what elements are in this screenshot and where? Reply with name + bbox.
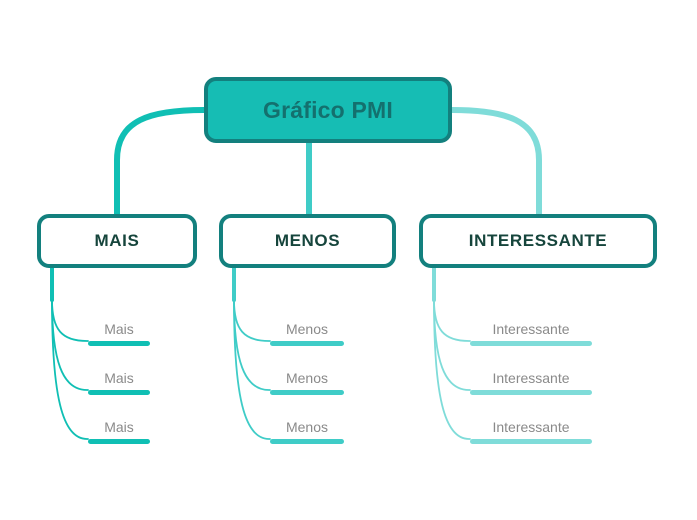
edge-interessante-leaf-2 (433, 299, 471, 440)
leaf-item-menos-2[interactable]: Menos (270, 412, 344, 444)
leaf-item-label: Menos (285, 370, 329, 386)
leaf-item-bar (470, 439, 592, 444)
leaf-item-bar (270, 341, 344, 346)
edge-mais-leaf-1 (51, 299, 89, 391)
leaf-item-label: Interessante (492, 370, 570, 386)
branch-node-mais[interactable]: MAIS (37, 214, 197, 268)
leaf-item-bar (470, 341, 592, 346)
edge-menos-leaf-2 (233, 299, 271, 440)
root-node[interactable]: Gráfico PMI (204, 77, 452, 143)
leaf-item-interessante-2[interactable]: Interessante (470, 412, 592, 444)
leaf-item-interessante-1[interactable]: Interessante (470, 363, 592, 395)
branch-node-label: MAIS (94, 231, 140, 250)
leaf-item-bar (88, 341, 150, 346)
edge-mais-leaf-2 (51, 299, 89, 440)
leaf-item-mais-1[interactable]: Mais (88, 363, 150, 395)
leaf-item-menos-1[interactable]: Menos (270, 363, 344, 395)
leaf-item-bar (470, 390, 592, 395)
leaf-item-mais-2[interactable]: Mais (88, 412, 150, 444)
edge-interessante-leaf-1 (433, 299, 471, 391)
leaf-item-label: Interessante (492, 419, 570, 435)
branch-node-label: INTERESSANTE (468, 231, 608, 250)
leaf-item-menos-0[interactable]: Menos (270, 314, 344, 346)
edge-menos-leaf-0 (233, 299, 271, 342)
leaf-item-mais-0[interactable]: Mais (88, 314, 150, 346)
branch-node-interessante[interactable]: INTERESSANTE (419, 214, 657, 268)
branch-node-label: MENOS (274, 231, 341, 250)
leaf-item-bar (270, 390, 344, 395)
leaf-item-interessante-0[interactable]: Interessante (470, 314, 592, 346)
leaf-item-label: Interessante (492, 321, 570, 337)
root-node-label: Gráfico PMI (262, 96, 393, 123)
leaf-item-label: Menos (285, 419, 329, 435)
edge-menos-leaf-1 (233, 299, 271, 391)
leaf-item-label: Mais (104, 419, 134, 435)
edge-mais-leaf-0 (51, 299, 89, 342)
edge-root-to-interessante (449, 107, 542, 217)
leaf-item-bar (88, 439, 150, 444)
edge-root-to-mais (114, 107, 207, 217)
leaf-item-bar (270, 439, 344, 444)
leaf-item-label: Menos (285, 321, 329, 337)
leaf-item-label: Mais (104, 321, 134, 337)
leaf-item-label: Mais (104, 370, 134, 386)
leaf-item-bar (88, 390, 150, 395)
branch-node-menos[interactable]: MENOS (219, 214, 396, 268)
edge-interessante-leaf-0 (433, 299, 471, 342)
